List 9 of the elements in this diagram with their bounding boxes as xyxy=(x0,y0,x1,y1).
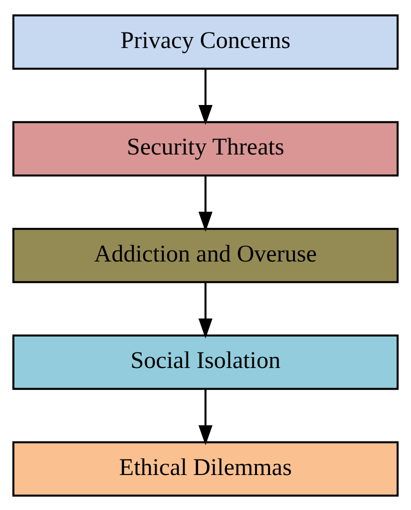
node-box: Ethical Dilemmas xyxy=(12,440,399,496)
node-box: Social Isolation xyxy=(12,334,399,390)
node-box: Privacy Concerns xyxy=(12,14,399,70)
arrow xyxy=(198,388,213,445)
arrow xyxy=(198,282,213,338)
node-box: Security Threats xyxy=(12,120,399,176)
arrow xyxy=(198,175,213,232)
arrow xyxy=(198,68,213,125)
node-box: Addiction and Overuse xyxy=(12,227,399,283)
